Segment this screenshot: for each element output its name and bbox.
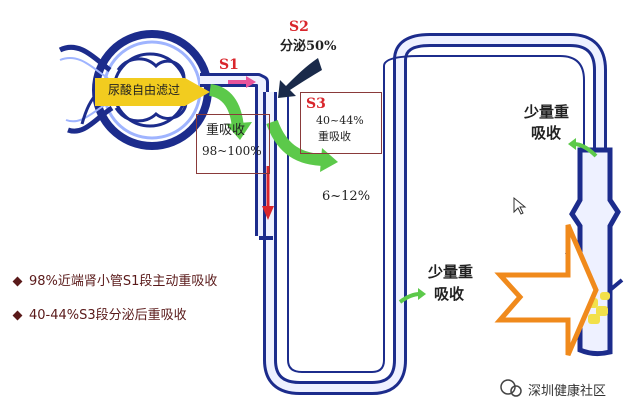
- lower-reabsorb-arrow: [418, 288, 426, 300]
- note-2-text: 40-44%S3段分泌后重吸收: [29, 308, 187, 323]
- cursor-icon: [513, 196, 527, 215]
- s2-secretion-arrow: [278, 58, 322, 98]
- upper-small-reabsorb-1: 少量重: [524, 103, 570, 121]
- s1-box: [196, 114, 270, 174]
- note-1: 98%近端肾小管S1段主动重吸收: [12, 270, 218, 289]
- box1-value: 98~100%: [202, 144, 262, 158]
- excretion-arrow: [494, 224, 599, 356]
- note-2: 40-44%S3段分泌后重吸收: [12, 304, 187, 323]
- s3-reabsorb-arrow: [266, 119, 327, 166]
- filtration-arrow: [95, 78, 210, 106]
- s1-label: S1: [219, 57, 239, 73]
- lower-small-reabsorb-2: 吸收: [434, 285, 465, 303]
- s3-label: S3: [306, 96, 326, 112]
- diamond-bullet-icon: [12, 310, 23, 321]
- box1-title: 重吸收: [206, 123, 246, 138]
- filtration-label: 尿酸自由滤过: [108, 83, 181, 97]
- s3-box: [300, 92, 382, 154]
- watermark-logo-icon: [500, 379, 522, 397]
- red-flow-arrow: [262, 206, 274, 220]
- s2-label: S2: [289, 19, 309, 35]
- s3-range-label: 40~44%: [316, 114, 364, 127]
- note-1-text: 98%近端肾小管S1段主动重吸收: [29, 274, 218, 289]
- lower-small-reabsorb-1: 少量重: [428, 263, 474, 281]
- s2-secretion-label: 分泌50%: [280, 39, 337, 54]
- watermark: 深圳健康社区: [528, 384, 607, 399]
- diamond-bullet-icon: [12, 276, 23, 287]
- s1-reabsorb-arrow: [208, 84, 244, 129]
- upper-small-reabsorb-2: 吸收: [531, 124, 562, 142]
- upper-reabsorb-arrow: [568, 138, 576, 150]
- s3-reabsorb-label: 重吸收: [318, 130, 351, 143]
- mid-value: 6~12%: [322, 189, 371, 204]
